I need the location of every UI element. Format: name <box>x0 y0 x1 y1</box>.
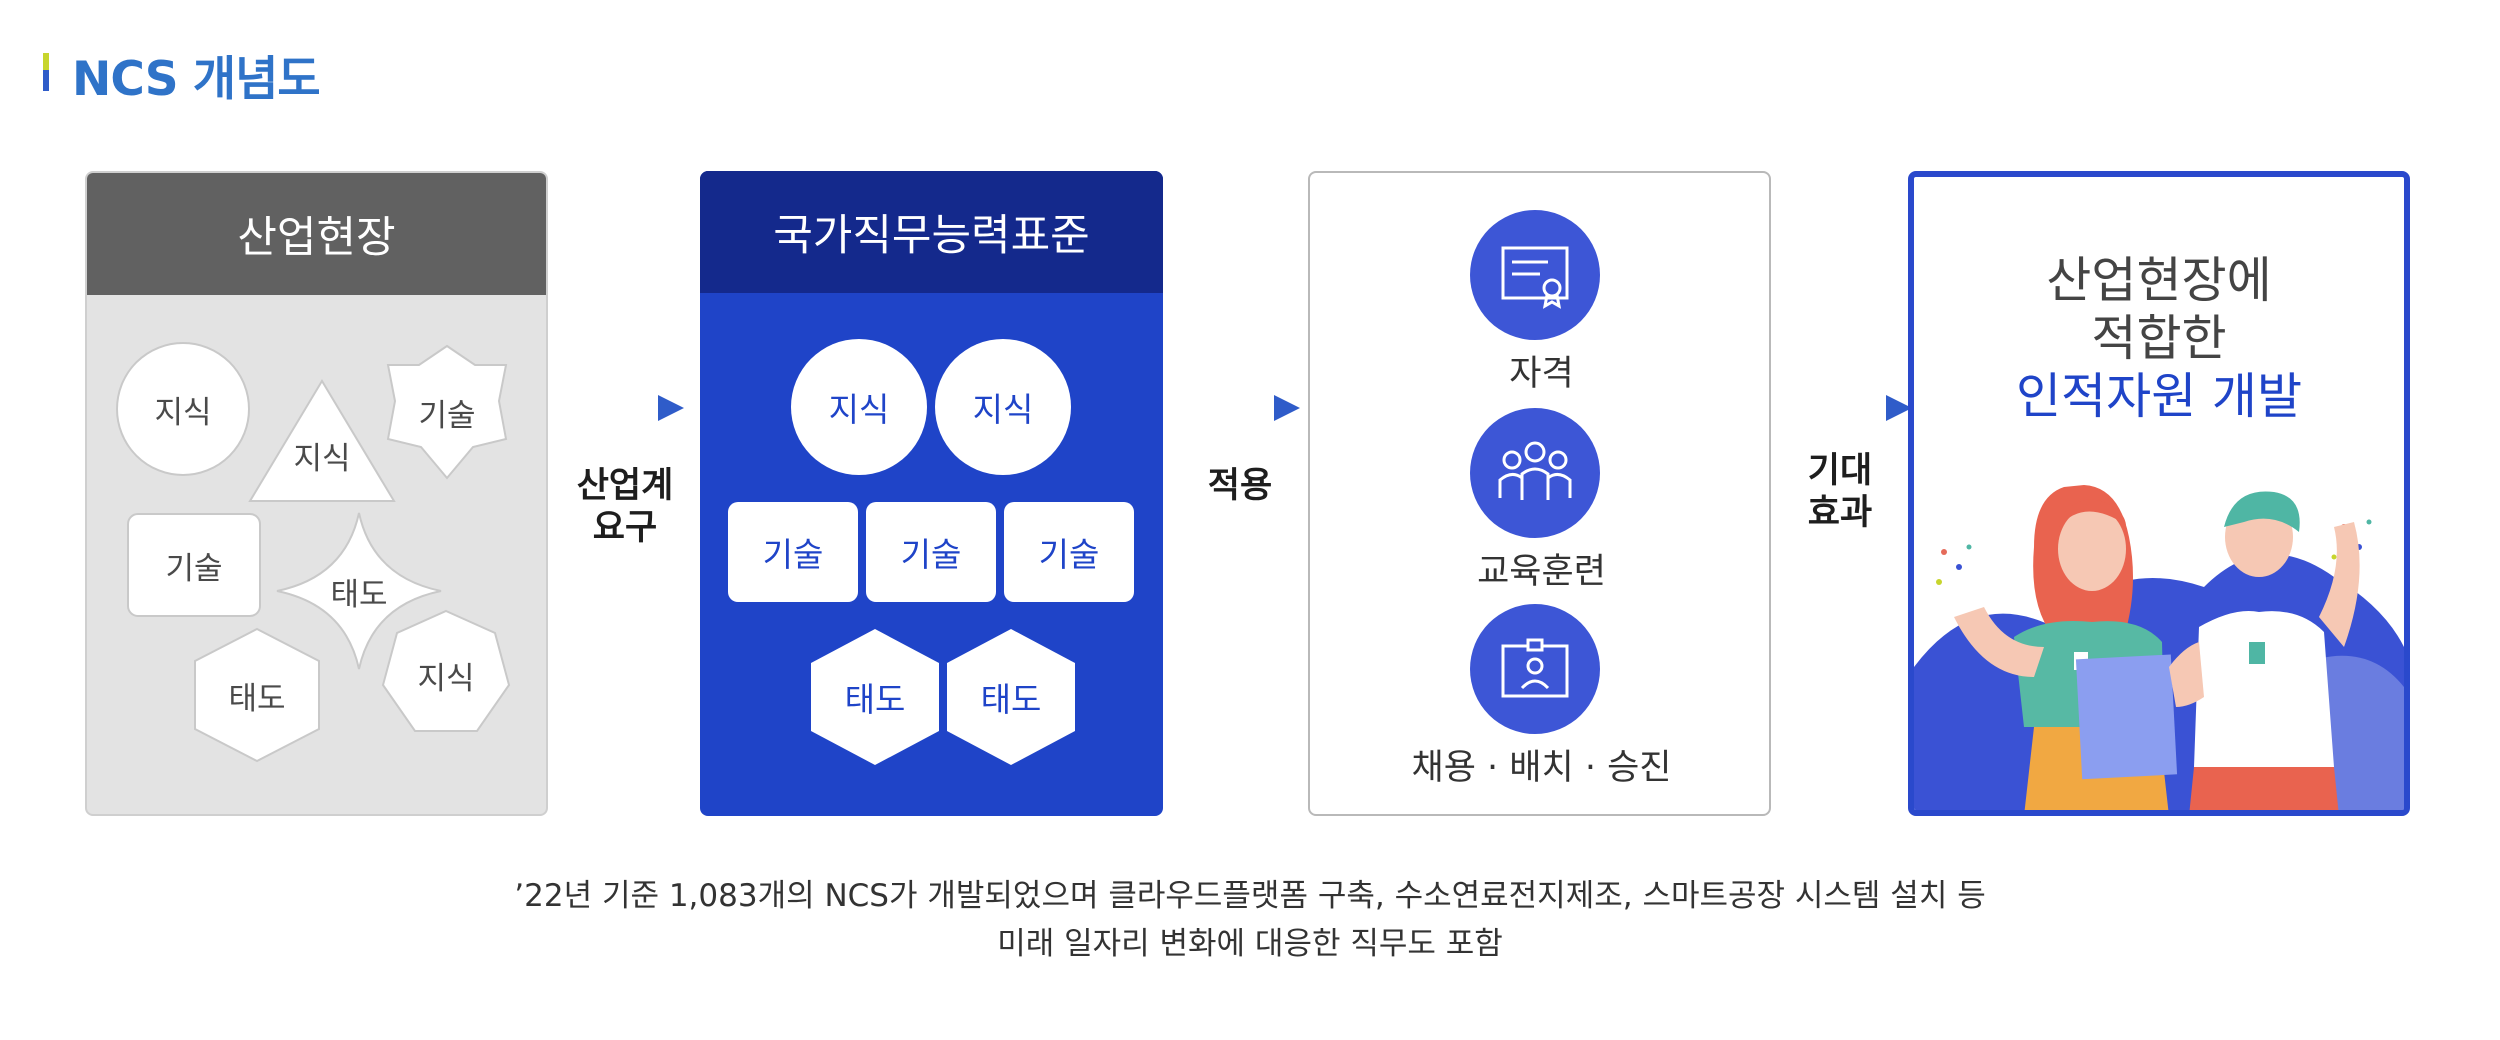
ncs-attitude-hexagon: 태도 <box>811 629 939 765</box>
arrow-2-icon <box>1180 395 1300 421</box>
arrow-3-label-line2: 효과 <box>1807 493 1873 533</box>
ncs-knowledge-circle: 지식 <box>791 339 927 475</box>
page-title: NCS 개념도 <box>72 52 321 107</box>
industry-attitude-star: 태도 <box>275 511 443 671</box>
result-line-2: 적합한 <box>2091 310 2227 367</box>
ncs-panel: 국가직무능력표준 지식 지식 기술 기술 기술 태도 태도 <box>700 171 1163 816</box>
title-accent-bar <box>43 53 49 91</box>
ncs-attitude-label: 태도 <box>844 680 906 719</box>
arrow-2-label: 적용 <box>1207 466 1273 506</box>
apply-item-label: 채용 · 배치 · 승진 <box>1411 748 1672 788</box>
industry-skill-star: 기술 <box>385 343 509 481</box>
arrow-1-label-line1: 산업계 <box>576 466 674 506</box>
industry-knowledge-triangle: 지식 <box>247 378 397 504</box>
apply-item-label: 자격 <box>1509 354 1574 394</box>
industry-item-label: 지식 <box>293 440 351 477</box>
caption-line-1: ’22년 기준 1,083개의 NCS가 개발되었으며 클라우드플랫폼 구축, … <box>514 878 1986 914</box>
ncs-skill-box: 기술 <box>866 502 996 602</box>
industry-item-label: 기술 <box>165 550 223 587</box>
certificate-icon <box>1470 210 1600 340</box>
result-line-1: 산업현장에 <box>2046 252 2272 309</box>
ncs-skill-box: 기술 <box>728 502 858 602</box>
ncs-attitude-label: 태도 <box>980 680 1042 719</box>
ncs-knowledge-circle: 지식 <box>935 339 1071 475</box>
application-panel: 자격 교육훈련 채용 · 배치 · 승진 <box>1308 171 1771 816</box>
industry-skill-square: 기술 <box>127 513 261 617</box>
arrow-3-label-line1: 기대 <box>1807 451 1873 491</box>
industry-panel: 산업현장 지식 지식 기술 기술 태도 태도 지식 <box>85 171 548 816</box>
apply-item-label: 교육훈련 <box>1477 552 1606 592</box>
arrow-3-label: 기대 효과 <box>1775 450 1905 534</box>
arrow-1-label: 산업계 요구 <box>560 465 690 549</box>
workers-illustration <box>1914 485 2404 810</box>
industry-knowledge-circle: 지식 <box>115 341 251 477</box>
ncs-attitude-hexagon: 태도 <box>947 629 1075 765</box>
arrow-3-icon <box>1792 395 1912 421</box>
industry-knowledge-heptagon: 지식 <box>381 609 511 741</box>
ncs-panel-heading: 국가직무능력표준 <box>700 171 1163 293</box>
people-group-icon <box>1470 408 1600 538</box>
ncs-skill-box: 기술 <box>1004 502 1134 602</box>
result-panel: 산업현장에 적합한 인적자원 개발 <box>1908 171 2410 816</box>
industry-item-label: 태도 <box>228 680 286 717</box>
caption-line-2: 미래 일자리 변화에 대응한 직무도 포함 <box>997 926 1503 962</box>
industry-item-label: 지식 <box>417 660 475 697</box>
industry-panel-heading: 산업현장 <box>87 173 546 295</box>
arrow-1-icon <box>564 395 684 421</box>
industry-item-label: 태도 <box>330 576 388 613</box>
industry-item-label: 기술 <box>418 397 476 434</box>
arrow-1-label-line2: 요구 <box>592 508 658 548</box>
industry-item-label: 지식 <box>154 394 212 431</box>
result-line-3: 인적자원 개발 <box>2015 368 2303 425</box>
industry-attitude-hexagon: 태도 <box>193 627 321 763</box>
id-card-icon <box>1470 604 1600 734</box>
